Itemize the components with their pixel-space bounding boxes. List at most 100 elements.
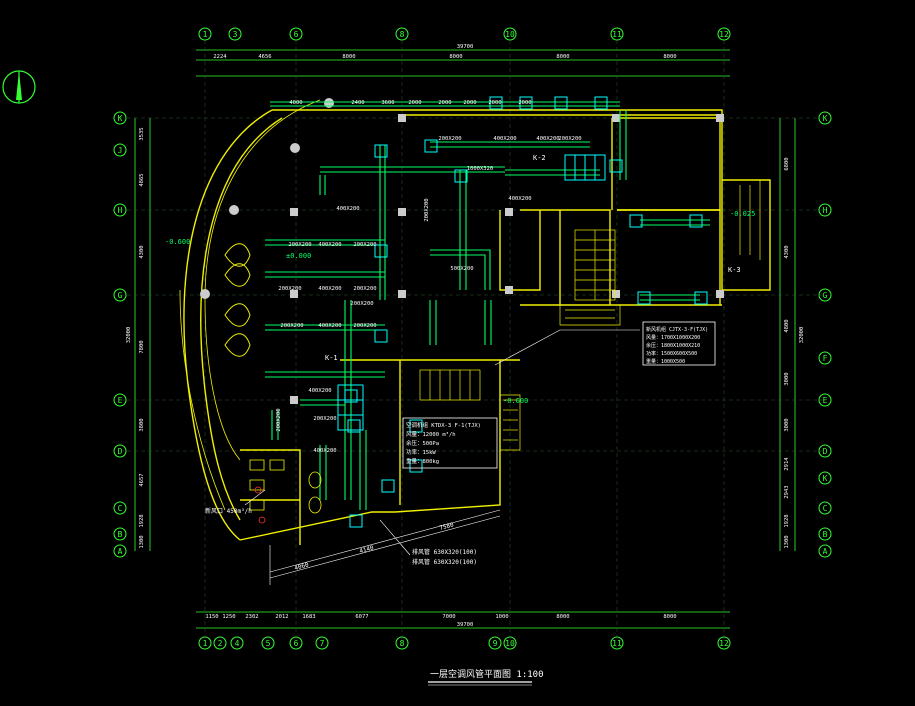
inner-dim-1: 2400 <box>351 100 364 106</box>
axis-left-3: G <box>113 288 127 302</box>
axis-right-9: A <box>818 544 832 558</box>
duct-label-8: 200X200 <box>353 242 376 248</box>
duct-label-16: 400X200 <box>308 388 331 394</box>
axis-right-9-label: A <box>823 547 828 556</box>
axis-top-3: 3 <box>228 27 242 41</box>
axis-left-1: J <box>113 143 127 157</box>
axis-bottom-4: 4 <box>230 636 244 650</box>
note1-line-0: 空调机组 KTDX-3 F-1(TJX) <box>406 421 481 429</box>
dim-right-5: 2914 <box>784 457 790 471</box>
axis-bottom-9-label: 9 <box>493 639 498 648</box>
axis-left-2-label: H <box>118 206 123 215</box>
axis-bottom-1-label: 1 <box>203 639 208 648</box>
dim-right-1: 4300 <box>784 245 790 258</box>
axis-right-7-label: C <box>823 504 828 513</box>
axis-top-8: 8 <box>395 27 409 41</box>
drawing-title: 一层空调风管平面图 1:100 <box>428 668 544 686</box>
tag-k1: K-1 <box>325 354 338 362</box>
axis-bottom-7: 7 <box>315 636 329 650</box>
right-facade-details <box>500 179 761 451</box>
axis-bottom-2: 2 <box>213 636 227 650</box>
level-3: -0.025 <box>730 210 755 218</box>
level-2: ±0.000 <box>286 252 311 260</box>
columns <box>200 98 724 404</box>
duct-label-15: 500X200 <box>450 266 473 272</box>
air-handling-units <box>337 154 606 431</box>
duct-label-22: 200X200 <box>424 198 430 221</box>
duct-label-12: 200X200 <box>353 323 376 329</box>
dim-bottom-8: 8000 <box>556 614 569 620</box>
axis-left-8: A <box>113 544 127 558</box>
axis-left-5: D <box>113 444 127 458</box>
inner-dim-7: 2000 <box>518 100 531 106</box>
dim-top-1: 4656 <box>258 54 271 60</box>
duct-label-13: 400X200 <box>318 323 341 329</box>
duct-label-14: 200X200 <box>350 301 373 307</box>
dim-bottom-5: 6077 <box>355 614 368 620</box>
dim-bottom-4: 1683 <box>302 614 315 620</box>
level-1: -0.600 <box>165 238 190 246</box>
dim-right-total: 32000 <box>799 327 805 344</box>
axis-right-1-label: H <box>823 206 828 215</box>
air-diffusers <box>344 96 708 528</box>
dim-bottom-6: 7000 <box>442 614 455 620</box>
axis-top-8-label: 8 <box>400 30 405 39</box>
tag-k2: K-2 <box>533 154 546 162</box>
note1-line-3: 功率：15kW <box>406 448 436 456</box>
inner-dim-5: 2000 <box>463 100 476 106</box>
note-box-2: 新风机组 CJTX-3-F(TJX)风量：1700X1000X200余压：180… <box>642 321 716 366</box>
note2-line-1: 风量：1700X1000X200 <box>646 334 700 341</box>
axis-left-4-label: E <box>118 396 123 405</box>
axis-bottom-9: 9 <box>488 636 502 650</box>
axis-right-6-label: K <box>823 474 828 483</box>
axis-bottom-12-label: 12 <box>719 639 729 648</box>
axis-right-8: B <box>818 527 832 541</box>
axis-top-6: 6 <box>289 27 303 41</box>
duct-label-11: 200X200 <box>280 323 303 329</box>
axis-bottom-5: 5 <box>261 636 275 650</box>
diag-dim-1: 4060 <box>294 561 310 572</box>
dim-bottom-1: 1250 <box>222 614 235 620</box>
axis-left-8-label: A <box>118 547 123 556</box>
fresh-air-note: 新风口 450m³/h <box>205 507 252 515</box>
axis-right-1: H <box>818 203 832 217</box>
axis-top-10: 10 <box>503 27 517 41</box>
axis-right-6: K <box>818 471 832 485</box>
dim-top-4: 8000 <box>556 54 569 60</box>
dim-left-0: 3535 <box>139 127 145 140</box>
axis-bottom-5-label: 5 <box>266 639 271 648</box>
axis-right-5-label: D <box>823 447 828 456</box>
exhaust-note-1: 排风管 630X320(100) <box>412 548 477 556</box>
axis-right-4: E <box>818 393 832 407</box>
dim-top-3: 8000 <box>449 54 462 60</box>
axis-bottom-6-label: 6 <box>294 639 299 648</box>
axis-right-4-label: E <box>823 396 828 405</box>
axis-left-2: H <box>113 203 127 217</box>
dim-bottom-3: 2012 <box>275 614 288 620</box>
dim-top-total: 39700 <box>457 44 474 50</box>
duct-label-0: 200X200 <box>438 136 461 142</box>
dim-right-7: 1928 <box>784 514 790 527</box>
note-box-1: 空调机组 KTDX-3 F-1(TJX)风量：12000 m³/h余压：500P… <box>402 417 498 469</box>
axis-left-3-label: G <box>118 291 123 300</box>
axis-right-2-label: G <box>823 291 828 300</box>
axis-bottom-8-label: 8 <box>400 639 405 648</box>
duct-label-6: 200X200 <box>278 286 301 292</box>
note1-line-4: 重量：800kg <box>406 457 439 465</box>
duct-label-4: 200X200 <box>288 242 311 248</box>
diag-dim-3: 7580 <box>439 521 455 532</box>
planter-shapes <box>224 243 251 357</box>
title-text: 一层空调风管平面图 1:100 <box>430 668 544 680</box>
dim-left-3: 7800 <box>139 340 145 353</box>
dim-top-2: 8000 <box>342 54 355 60</box>
dim-left-total: 32000 <box>126 327 132 344</box>
curved-facade <box>179 99 321 511</box>
note1-line-2: 余压：500Pa <box>406 439 439 447</box>
duct-label-19: 400X200 <box>313 448 336 454</box>
axis-top-6-label: 6 <box>294 30 299 39</box>
inner-dim-2: 3600 <box>381 100 394 106</box>
axis-bottom-4-label: 4 <box>235 639 240 648</box>
